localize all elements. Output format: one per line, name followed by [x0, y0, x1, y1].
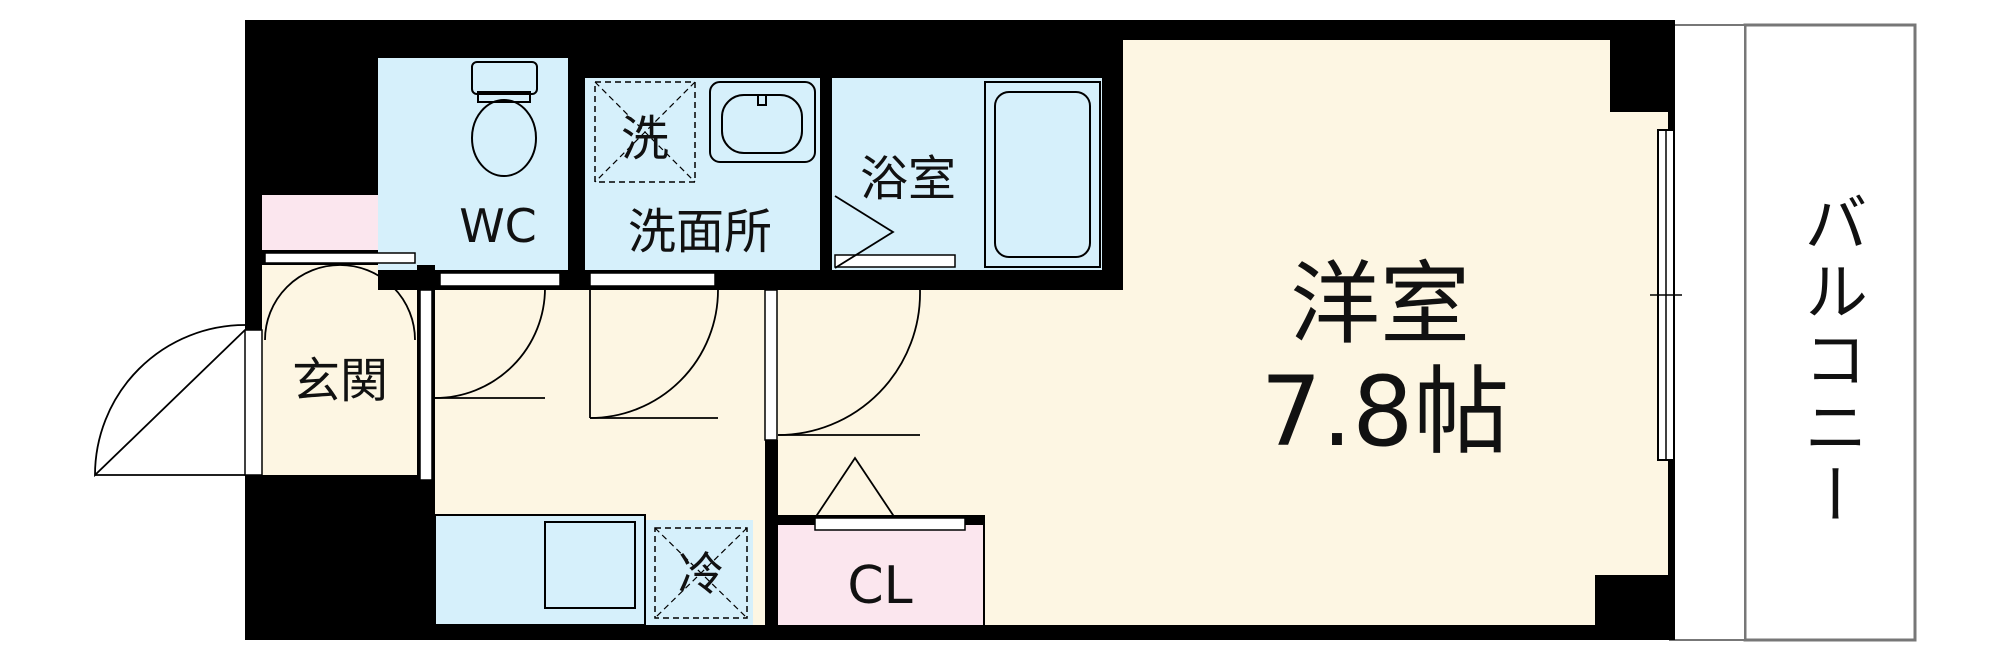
balcony-window	[1650, 129, 1682, 461]
western-room-name: 洋室	[1290, 252, 1470, 357]
bathtub	[984, 81, 1101, 268]
washroom-floor	[585, 78, 820, 270]
kitchen-counter	[435, 515, 645, 625]
door-swings	[94, 195, 921, 519]
entrance-label: 玄関	[292, 353, 388, 409]
western-room-size: 7.8帖	[1261, 356, 1510, 468]
closet-floor	[778, 525, 983, 625]
fridge-space	[645, 520, 753, 625]
fridge-marker	[654, 527, 748, 619]
toilet-fixture	[471, 61, 538, 177]
bathroom-label: 浴室	[860, 151, 956, 207]
entrance-floor	[262, 265, 417, 475]
door-sills	[244, 252, 966, 531]
western-room-floor	[770, 40, 1668, 625]
bathroom-floor	[832, 78, 1102, 270]
balcony	[1669, 23, 1917, 642]
balcony-label: バルコニー	[1793, 190, 1867, 530]
closet-label: CL	[847, 556, 912, 616]
fridge-label: 冷	[678, 547, 724, 601]
washing-machine-space	[594, 81, 696, 183]
washroom-label: 洗面所	[628, 204, 772, 260]
washbasin	[709, 81, 816, 163]
washing-machine-label: 洗	[621, 111, 669, 167]
kitchen-sink	[434, 514, 646, 626]
toilet-label: WC	[459, 199, 537, 253]
